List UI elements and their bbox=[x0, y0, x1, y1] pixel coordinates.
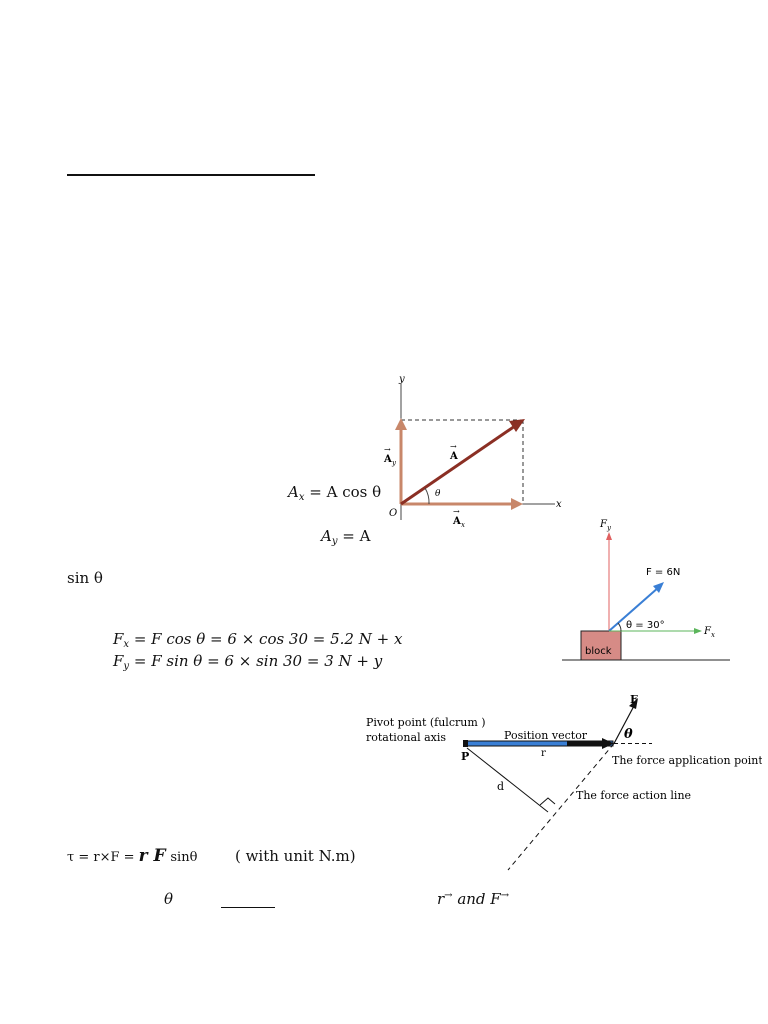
vec-a-arrow: → bbox=[450, 442, 457, 451]
block-label: block bbox=[585, 646, 612, 657]
application-point-label: The force application point bbox=[612, 754, 762, 767]
action-line-label: The force action line bbox=[576, 789, 691, 802]
vec-a-label: A bbox=[449, 451, 458, 462]
f-arrow bbox=[608, 586, 660, 632]
ax-arrowhead bbox=[511, 498, 523, 510]
distance-d-line bbox=[466, 747, 549, 813]
torque-equation: τ = r×F = r F sinθ ( with unit N.m) bbox=[67, 846, 356, 866]
r-label: r bbox=[541, 748, 546, 759]
y-axis-label: y bbox=[398, 374, 405, 385]
vec-ax-arrow: → bbox=[453, 507, 460, 516]
vec-ay-label: A bbox=[383, 454, 392, 465]
vec-ay-sub: y bbox=[391, 459, 397, 467]
force-arrowhead bbox=[629, 698, 638, 709]
x-axis-label: x bbox=[556, 499, 562, 510]
a-arrowhead bbox=[509, 419, 525, 432]
fy-equation: Fy = F sin θ = 6 × sin 30 = 3 N + y bbox=[113, 652, 383, 672]
theta-label: θ bbox=[435, 489, 441, 499]
sin-theta: sin θ bbox=[67, 569, 103, 587]
pivot-label-2: rotational axis bbox=[366, 731, 446, 744]
vec-ax-sub: x bbox=[461, 521, 465, 529]
theta-label: θ bbox=[624, 727, 633, 742]
theta-blank-line: θ bbox=[164, 890, 174, 908]
force-action-line bbox=[507, 743, 615, 871]
fx-label: F bbox=[703, 626, 712, 637]
f-label: F = 6N bbox=[646, 567, 680, 578]
block bbox=[580, 630, 622, 661]
theta-arc bbox=[617, 622, 622, 632]
theta-arc bbox=[424, 487, 430, 505]
d-label: d bbox=[497, 780, 504, 793]
vec-ay-arrow: → bbox=[384, 445, 391, 454]
fx-equation: Fx = F cos θ = 6 × cos 30 = 5.2 N + x bbox=[113, 630, 403, 650]
torque-figure: Pivot point (fulcrum ) rotational axis P… bbox=[366, 693, 762, 871]
position-vector-label: Position vector bbox=[504, 729, 588, 742]
fy-label: F bbox=[599, 519, 608, 530]
p-label: P bbox=[461, 750, 469, 763]
origin-label: O bbox=[389, 508, 397, 519]
ay-arrowhead bbox=[395, 418, 407, 430]
answer-blank[interactable] bbox=[221, 893, 275, 912]
ax-equation: Ax = A cos θ bbox=[288, 483, 382, 503]
fy-arrowhead bbox=[606, 532, 612, 540]
force-arrow bbox=[613, 703, 636, 744]
ay-equation: Ay = A bbox=[321, 527, 371, 547]
vector-components-figure: y x θ O → A → A y → A x bbox=[383, 374, 562, 529]
position-arrowhead bbox=[602, 738, 614, 749]
right-angle-mark bbox=[539, 797, 556, 806]
fy-sub: y bbox=[606, 524, 612, 532]
f-arrowhead bbox=[653, 582, 664, 593]
r-and-f: r→ and F→ bbox=[437, 890, 510, 908]
pivot-label-1: Pivot point (fulcrum ) bbox=[366, 716, 486, 729]
vec-ax-label: A bbox=[452, 516, 461, 527]
title-underline bbox=[67, 174, 315, 176]
theta-label: θ = 30° bbox=[626, 620, 665, 631]
fx-sub: x bbox=[711, 631, 715, 639]
pivot-point bbox=[463, 740, 468, 747]
block-force-figure: block F y F = 6N F x θ = 30° bbox=[562, 519, 730, 661]
force-label: F bbox=[630, 693, 638, 706]
fx-arrowhead bbox=[694, 628, 702, 634]
a-vector bbox=[400, 424, 516, 506]
